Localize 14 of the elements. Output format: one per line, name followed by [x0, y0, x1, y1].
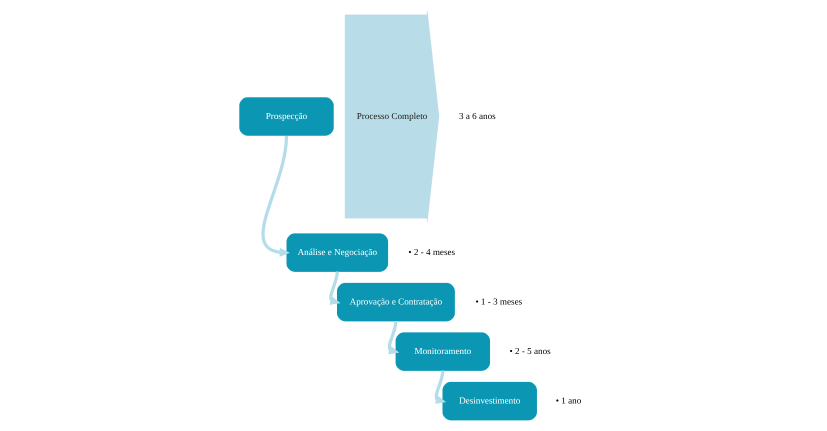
- node-label: • 1 ano: [555, 396, 581, 406]
- node-label: 3 a 6 anos: [458, 110, 496, 121]
- node-box: Análise e Negociação: [286, 233, 388, 272]
- arrow: [387, 320, 399, 354]
- arrow: [328, 271, 340, 305]
- node-box: Aprovação e Contratação: [336, 282, 454, 322]
- arrow: [434, 370, 446, 404]
- node-box: Monitoramento: [395, 332, 490, 371]
- node-box: Prospecção: [238, 97, 334, 136]
- node-box: Desinvestimento: [442, 382, 536, 420]
- node-label: • 1 - 3 meses: [474, 296, 522, 307]
- node-label: • 2 - 4 meses: [408, 247, 455, 258]
- arrow: [260, 136, 290, 257]
- node-label: • 2 - 5 anos: [509, 346, 550, 356]
